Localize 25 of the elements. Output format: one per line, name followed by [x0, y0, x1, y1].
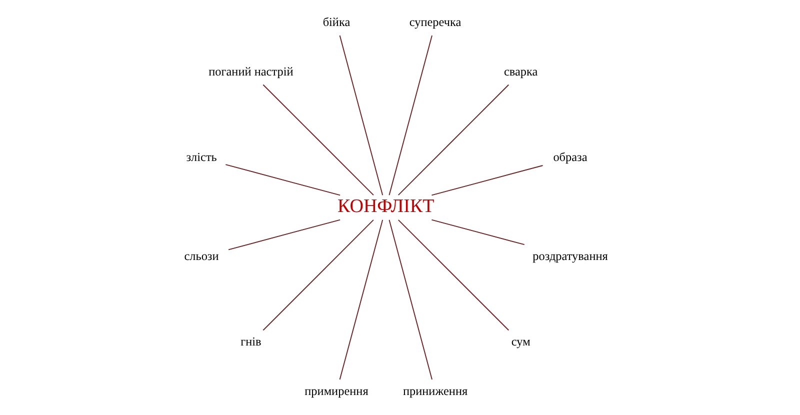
node-text: роздратування [532, 248, 608, 263]
node-text: сварка [503, 64, 538, 79]
connector [338, 35, 383, 196]
node-text: злість [186, 150, 216, 164]
connector [262, 84, 374, 196]
node-text: бійка [322, 15, 350, 30]
node-text: КОНФЛІКТ [337, 196, 434, 218]
connector [228, 219, 340, 250]
node-text: примирення [304, 384, 368, 398]
connector [224, 164, 340, 196]
connector [388, 35, 432, 196]
connector [397, 219, 509, 331]
connector [397, 84, 509, 196]
connector [338, 219, 383, 380]
node-text: гнів [240, 334, 261, 348]
connector [388, 219, 432, 380]
connector [262, 219, 374, 331]
connector [430, 219, 524, 246]
node-text: образа [552, 150, 587, 164]
node-text: суперечка [408, 15, 461, 30]
connector [430, 165, 543, 196]
node-text: сльози [184, 248, 218, 263]
node-text: приниження [402, 384, 468, 398]
node-text: сум [510, 334, 530, 348]
node-text: поганий настрій [208, 64, 293, 79]
